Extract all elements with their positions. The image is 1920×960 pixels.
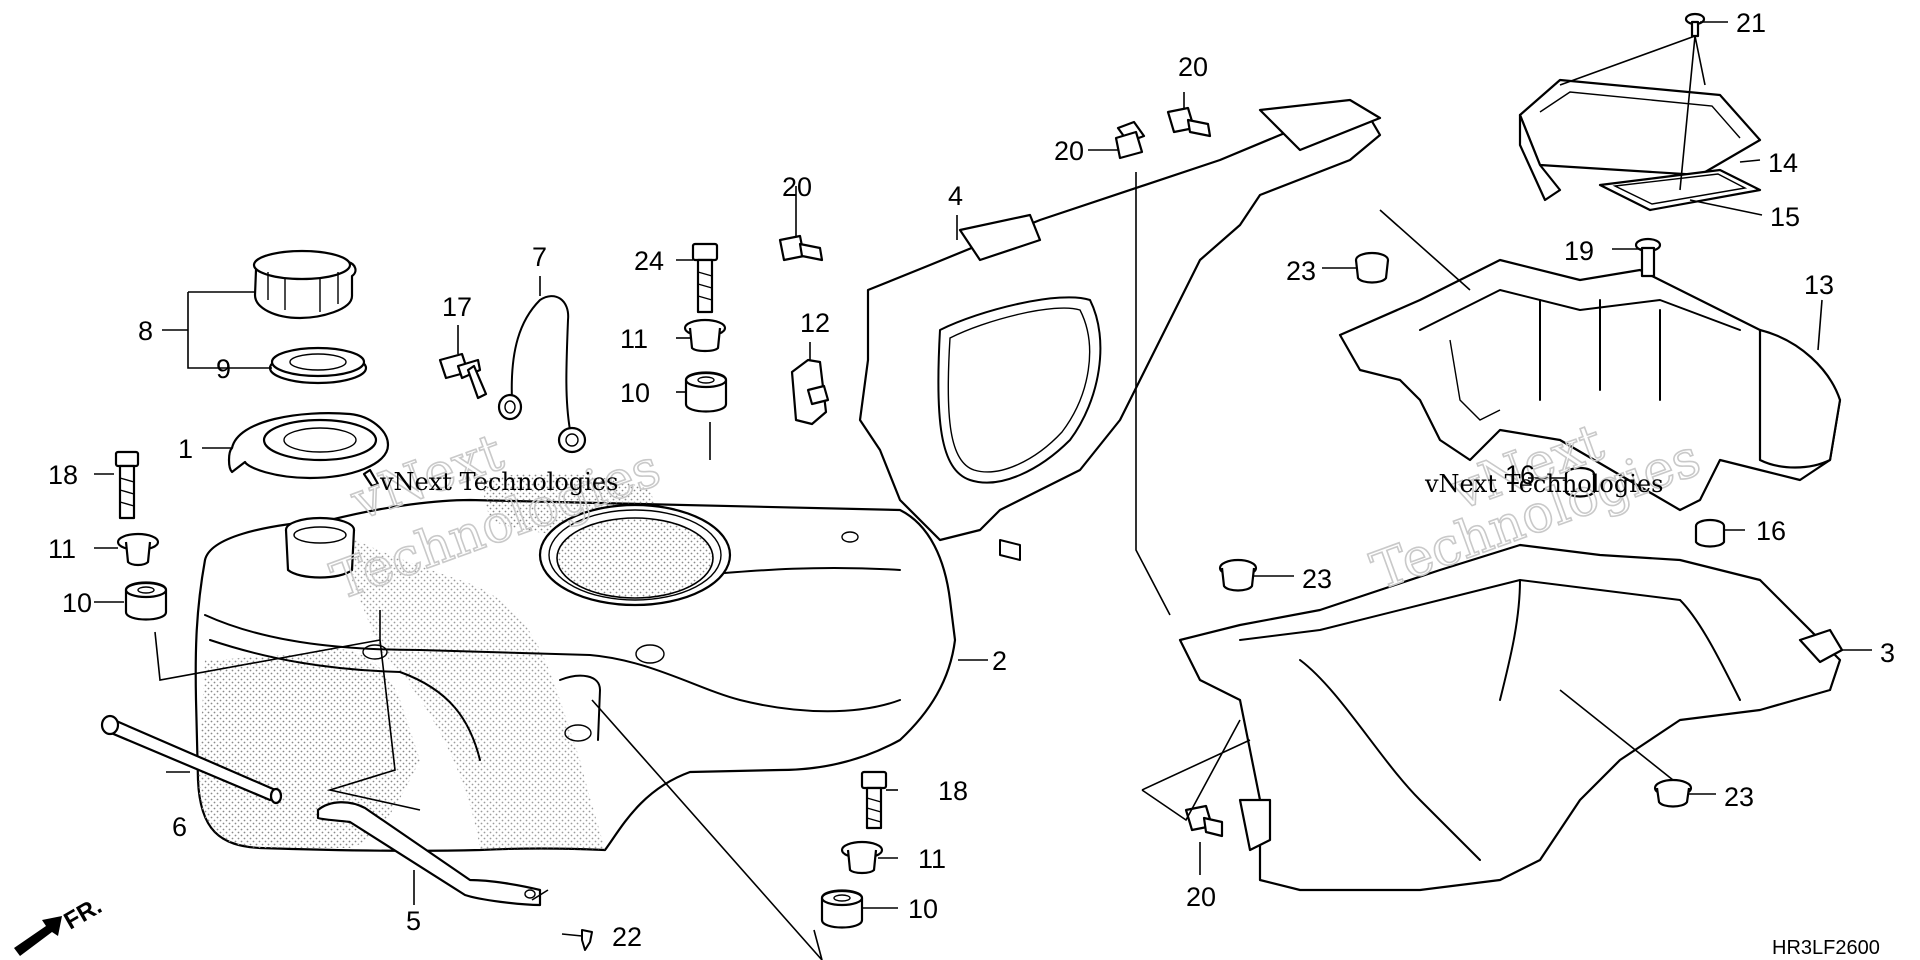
bolt-bottom[interactable]	[860, 770, 888, 830]
callout-4[interactable]: 4	[948, 181, 963, 211]
callout-8[interactable]: 8	[138, 316, 153, 346]
callout-22[interactable]: 22	[612, 922, 642, 952]
box-lid[interactable]	[1518, 78, 1762, 202]
fuel-cap[interactable]	[252, 249, 357, 320]
cap-ring[interactable]	[227, 412, 390, 488]
grommet-23a[interactable]	[1354, 251, 1390, 284]
fastener-b[interactable]	[1114, 120, 1146, 160]
callout-20-c[interactable]: 20	[1178, 52, 1208, 82]
bolt-box[interactable]	[1634, 237, 1662, 278]
callout-16-a[interactable]: 16	[1505, 460, 1535, 490]
bolt-left[interactable]	[114, 450, 140, 520]
tether-cord[interactable]	[497, 295, 587, 454]
callout-23-b[interactable]: 23	[1302, 564, 1332, 594]
callout-19[interactable]: 19	[1564, 236, 1594, 266]
callout-5[interactable]: 5	[406, 906, 421, 936]
box[interactable]	[1338, 258, 1842, 512]
callout-10-left[interactable]: 10	[62, 588, 92, 618]
callout-13[interactable]: 13	[1804, 270, 1834, 300]
grommet-23b[interactable]	[1218, 558, 1258, 592]
fastener-d[interactable]	[1184, 804, 1224, 838]
watermark-brand-left: vNext Technologies	[379, 468, 618, 496]
band[interactable]	[316, 801, 542, 907]
cushion-bottom[interactable]	[820, 889, 864, 929]
fastener-a[interactable]	[778, 234, 824, 262]
callout-23-c[interactable]: 23	[1724, 782, 1754, 812]
callout-10-bottom[interactable]: 10	[908, 894, 938, 924]
shield[interactable]	[858, 98, 1382, 561]
screw[interactable]	[1684, 12, 1706, 38]
callouts: 8 9 1 7 17 18 11 10 24 11 10 2 6 5 22 18…	[48, 8, 1895, 952]
collar-top[interactable]	[683, 318, 727, 353]
grommet-23c[interactable]	[1653, 778, 1693, 808]
cover[interactable]	[1178, 543, 1844, 892]
front-arrow: FR.	[14, 892, 106, 956]
rod[interactable]	[100, 714, 283, 805]
callout-15[interactable]: 15	[1770, 202, 1800, 232]
diagram-code: HR3LF2600	[1772, 937, 1880, 959]
callout-3[interactable]: 3	[1880, 638, 1895, 668]
callout-12[interactable]: 12	[800, 308, 830, 338]
callout-16-b[interactable]: 16	[1756, 516, 1786, 546]
callout-23-a[interactable]: 23	[1286, 256, 1316, 286]
callout-2[interactable]: 2	[992, 646, 1007, 676]
callout-18-left[interactable]: 18	[48, 460, 78, 490]
callout-18-bottom[interactable]: 18	[938, 776, 968, 806]
callout-11-bottom[interactable]: 11	[918, 844, 946, 874]
bolt-top[interactable]	[691, 242, 719, 314]
grommet-16b[interactable]	[1694, 518, 1726, 548]
callout-9[interactable]: 9	[216, 354, 231, 384]
watermark-brand-right: vNext Technologies	[1424, 470, 1663, 498]
collar-left[interactable]	[116, 532, 160, 567]
callout-21[interactable]: 21	[1736, 8, 1766, 38]
clip[interactable]	[581, 929, 593, 951]
callout-10-top[interactable]: 10	[620, 378, 650, 408]
clip-bracket[interactable]	[790, 358, 830, 426]
leader-lines	[94, 21, 1872, 960]
callout-20-d[interactable]: 20	[1186, 882, 1216, 912]
callout-7[interactable]: 7	[532, 242, 547, 272]
fastener-c[interactable]	[1166, 106, 1212, 138]
callout-1[interactable]: 1	[178, 434, 193, 464]
front-label: FR.	[60, 892, 107, 935]
callout-6[interactable]: 6	[172, 812, 187, 842]
cap-gasket[interactable]	[268, 346, 368, 385]
callout-24[interactable]: 24	[634, 246, 664, 276]
callout-11-top[interactable]: 11	[620, 324, 648, 354]
callout-14[interactable]: 14	[1768, 148, 1798, 178]
stud-bolt[interactable]	[438, 352, 488, 400]
callout-20-a[interactable]: 20	[782, 172, 812, 202]
callout-20-b[interactable]: 20	[1054, 136, 1084, 166]
fuel-tank[interactable]	[194, 473, 957, 852]
cushion-left[interactable]	[124, 581, 168, 621]
collar-bottom[interactable]	[840, 840, 884, 875]
callout-11-left[interactable]: 11	[48, 534, 76, 564]
callout-17[interactable]: 17	[442, 292, 472, 322]
grommet-16a[interactable]	[1564, 466, 1596, 498]
cushion-top[interactable]	[684, 371, 728, 413]
